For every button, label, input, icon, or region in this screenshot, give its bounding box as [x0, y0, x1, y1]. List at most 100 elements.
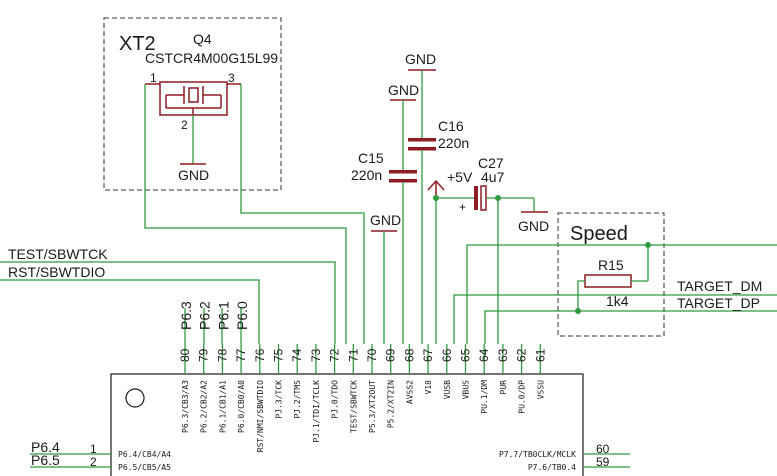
- wire-xt2out: [144, 84, 347, 344]
- xt2-pin1-label: 1: [150, 71, 157, 85]
- wire-xt2in: [240, 84, 365, 344]
- net-label-p6-3: P6.3: [178, 301, 194, 330]
- speed-title: Speed: [570, 223, 628, 245]
- pin-name-77: P6.0/CB0/A0: [237, 380, 246, 433]
- pin-number-65: 65: [459, 348, 473, 362]
- pin-name-80: P6.3/CB3/A3: [181, 380, 190, 433]
- pin-number-62: 62: [515, 348, 529, 362]
- pin-name-66: VUSB: [443, 380, 452, 399]
- pin-name-60: P7.7/TB0CLK/MCLK: [499, 450, 576, 459]
- pin-name-70: P5.3/XT2OUT: [368, 380, 377, 433]
- pin-name-78: P6.1/CB1/A1: [218, 380, 227, 433]
- pin-number-79: 79: [197, 348, 211, 362]
- pin-name-74: PJ.2/TMS: [293, 380, 302, 419]
- pin-name-62: PU.0/DP: [518, 380, 527, 414]
- net-rst-sbwtdio: RST/SBWTDIO: [8, 264, 105, 280]
- pin-name-79: P6.2/CB2/A2: [200, 380, 209, 433]
- pin-name-69: P5.2/XT2IN: [387, 380, 396, 428]
- pin-number-60: 60: [596, 442, 610, 456]
- xt2-gnd-label: GND: [178, 167, 209, 183]
- c15-symbol: [389, 170, 417, 183]
- r15-ref: R15: [598, 257, 624, 273]
- pin-number-68: 68: [402, 348, 416, 362]
- pin-name-73: PJ.1/TDI/TCLK: [312, 380, 321, 443]
- wire-target-dp: [484, 310, 777, 344]
- c16-value: 220n: [438, 135, 469, 151]
- net-label-p6-1: P6.1: [215, 301, 231, 330]
- pin-number-66: 66: [440, 348, 454, 362]
- pin-name-71: TEST/SBWTCK: [349, 380, 358, 433]
- pin-number-64: 64: [477, 348, 491, 362]
- pin-number-77: 77: [234, 348, 248, 362]
- speed-group-box: [557, 212, 665, 337]
- pin-number-74: 74: [290, 348, 304, 362]
- junction-vssu: [495, 195, 501, 201]
- net-target-dp: TARGET_DP: [677, 295, 760, 311]
- pin-number-80: 80: [178, 348, 192, 362]
- pin-number-71: 71: [346, 348, 360, 362]
- junction-dp: [575, 308, 581, 314]
- junction-5v: [433, 195, 439, 201]
- xt2-part-value: CSTCR4M00G15L99: [145, 50, 278, 66]
- pin-name-72: PJ.0/TDO: [331, 380, 340, 419]
- xt2-pin2-label: 2: [181, 118, 188, 132]
- pin-number-73: 73: [309, 348, 323, 362]
- pin-name-64: PU.1/DM: [480, 380, 489, 414]
- pin-number-2: 2: [90, 455, 97, 469]
- pin-name-59: P7.6/TB0.4: [528, 463, 576, 472]
- xt2-group-box: [103, 17, 282, 191]
- pin-number-76: 76: [253, 348, 267, 362]
- c27-symbol: [474, 185, 487, 211]
- c15-ref: C15: [358, 150, 384, 166]
- pin-number-63: 63: [496, 348, 510, 362]
- c27-ref: C27: [478, 155, 504, 171]
- pin-number-69: 69: [384, 348, 398, 362]
- r15-value: 1k4: [606, 293, 629, 309]
- pin-number-67: 67: [421, 348, 435, 362]
- c27-value: 4u7: [481, 169, 505, 185]
- pin-number-59: 59: [596, 455, 610, 469]
- pin-name-67: V18: [424, 380, 433, 395]
- net-p65: P6.5: [31, 452, 60, 468]
- pin-number-70: 70: [365, 348, 379, 362]
- c15-value: 220n: [351, 167, 382, 183]
- wire-test-sbwtck: [0, 261, 336, 344]
- gnd-avss-label: GND: [370, 212, 401, 228]
- net-test-sbwtck: TEST/SBWTCK: [8, 246, 108, 262]
- resonator-symbol: [145, 81, 241, 116]
- net-label-p6-2: P6.2: [197, 301, 213, 330]
- wire-pur: [466, 244, 777, 344]
- xt2-part-ref: Q4: [193, 31, 212, 47]
- mcu-body: [110, 373, 584, 476]
- net-label-p6-0: P6.0: [234, 301, 250, 330]
- xt2-pin3-label: 3: [228, 71, 235, 85]
- wire-target-dm: [453, 294, 777, 344]
- pin-name-63: PUR: [499, 380, 508, 395]
- gnd-c15-label: GND: [388, 82, 419, 98]
- pin-name-2: P6.5/CB5/A5: [118, 463, 171, 472]
- gnd-c27-label: GND: [518, 218, 549, 234]
- r15-symbol: [584, 274, 632, 288]
- pin1-marker: [125, 388, 145, 408]
- pin-number-78: 78: [215, 348, 229, 362]
- c16-ref: C16: [438, 118, 464, 134]
- pin-name-61: VSSU: [536, 380, 545, 399]
- pin-name-75: PJ.3/TCK: [275, 380, 284, 419]
- plus5v-label: +5V: [447, 169, 473, 185]
- pin-name-76: RST/NMI/SBWTDIO: [256, 380, 265, 452]
- wire-rst-sbwtdio: [0, 279, 260, 344]
- pin-number-72: 72: [328, 348, 342, 362]
- pin-number-61: 61: [533, 348, 547, 362]
- pin-number-1: 1: [90, 442, 97, 456]
- pin-number-75: 75: [272, 348, 286, 362]
- c27-plus: +: [459, 200, 466, 214]
- gnd-top-label: GND: [405, 51, 436, 67]
- c16-symbol: [408, 138, 436, 151]
- net-target-dm: TARGET_DM: [677, 278, 762, 294]
- junction-pur: [645, 242, 651, 248]
- xt2-ref: XT2: [119, 33, 156, 55]
- net-p64: P6.4: [31, 439, 60, 455]
- pin-name-1: P6.4/CB4/A4: [118, 450, 171, 459]
- pin-name-65: VBUS: [462, 380, 471, 399]
